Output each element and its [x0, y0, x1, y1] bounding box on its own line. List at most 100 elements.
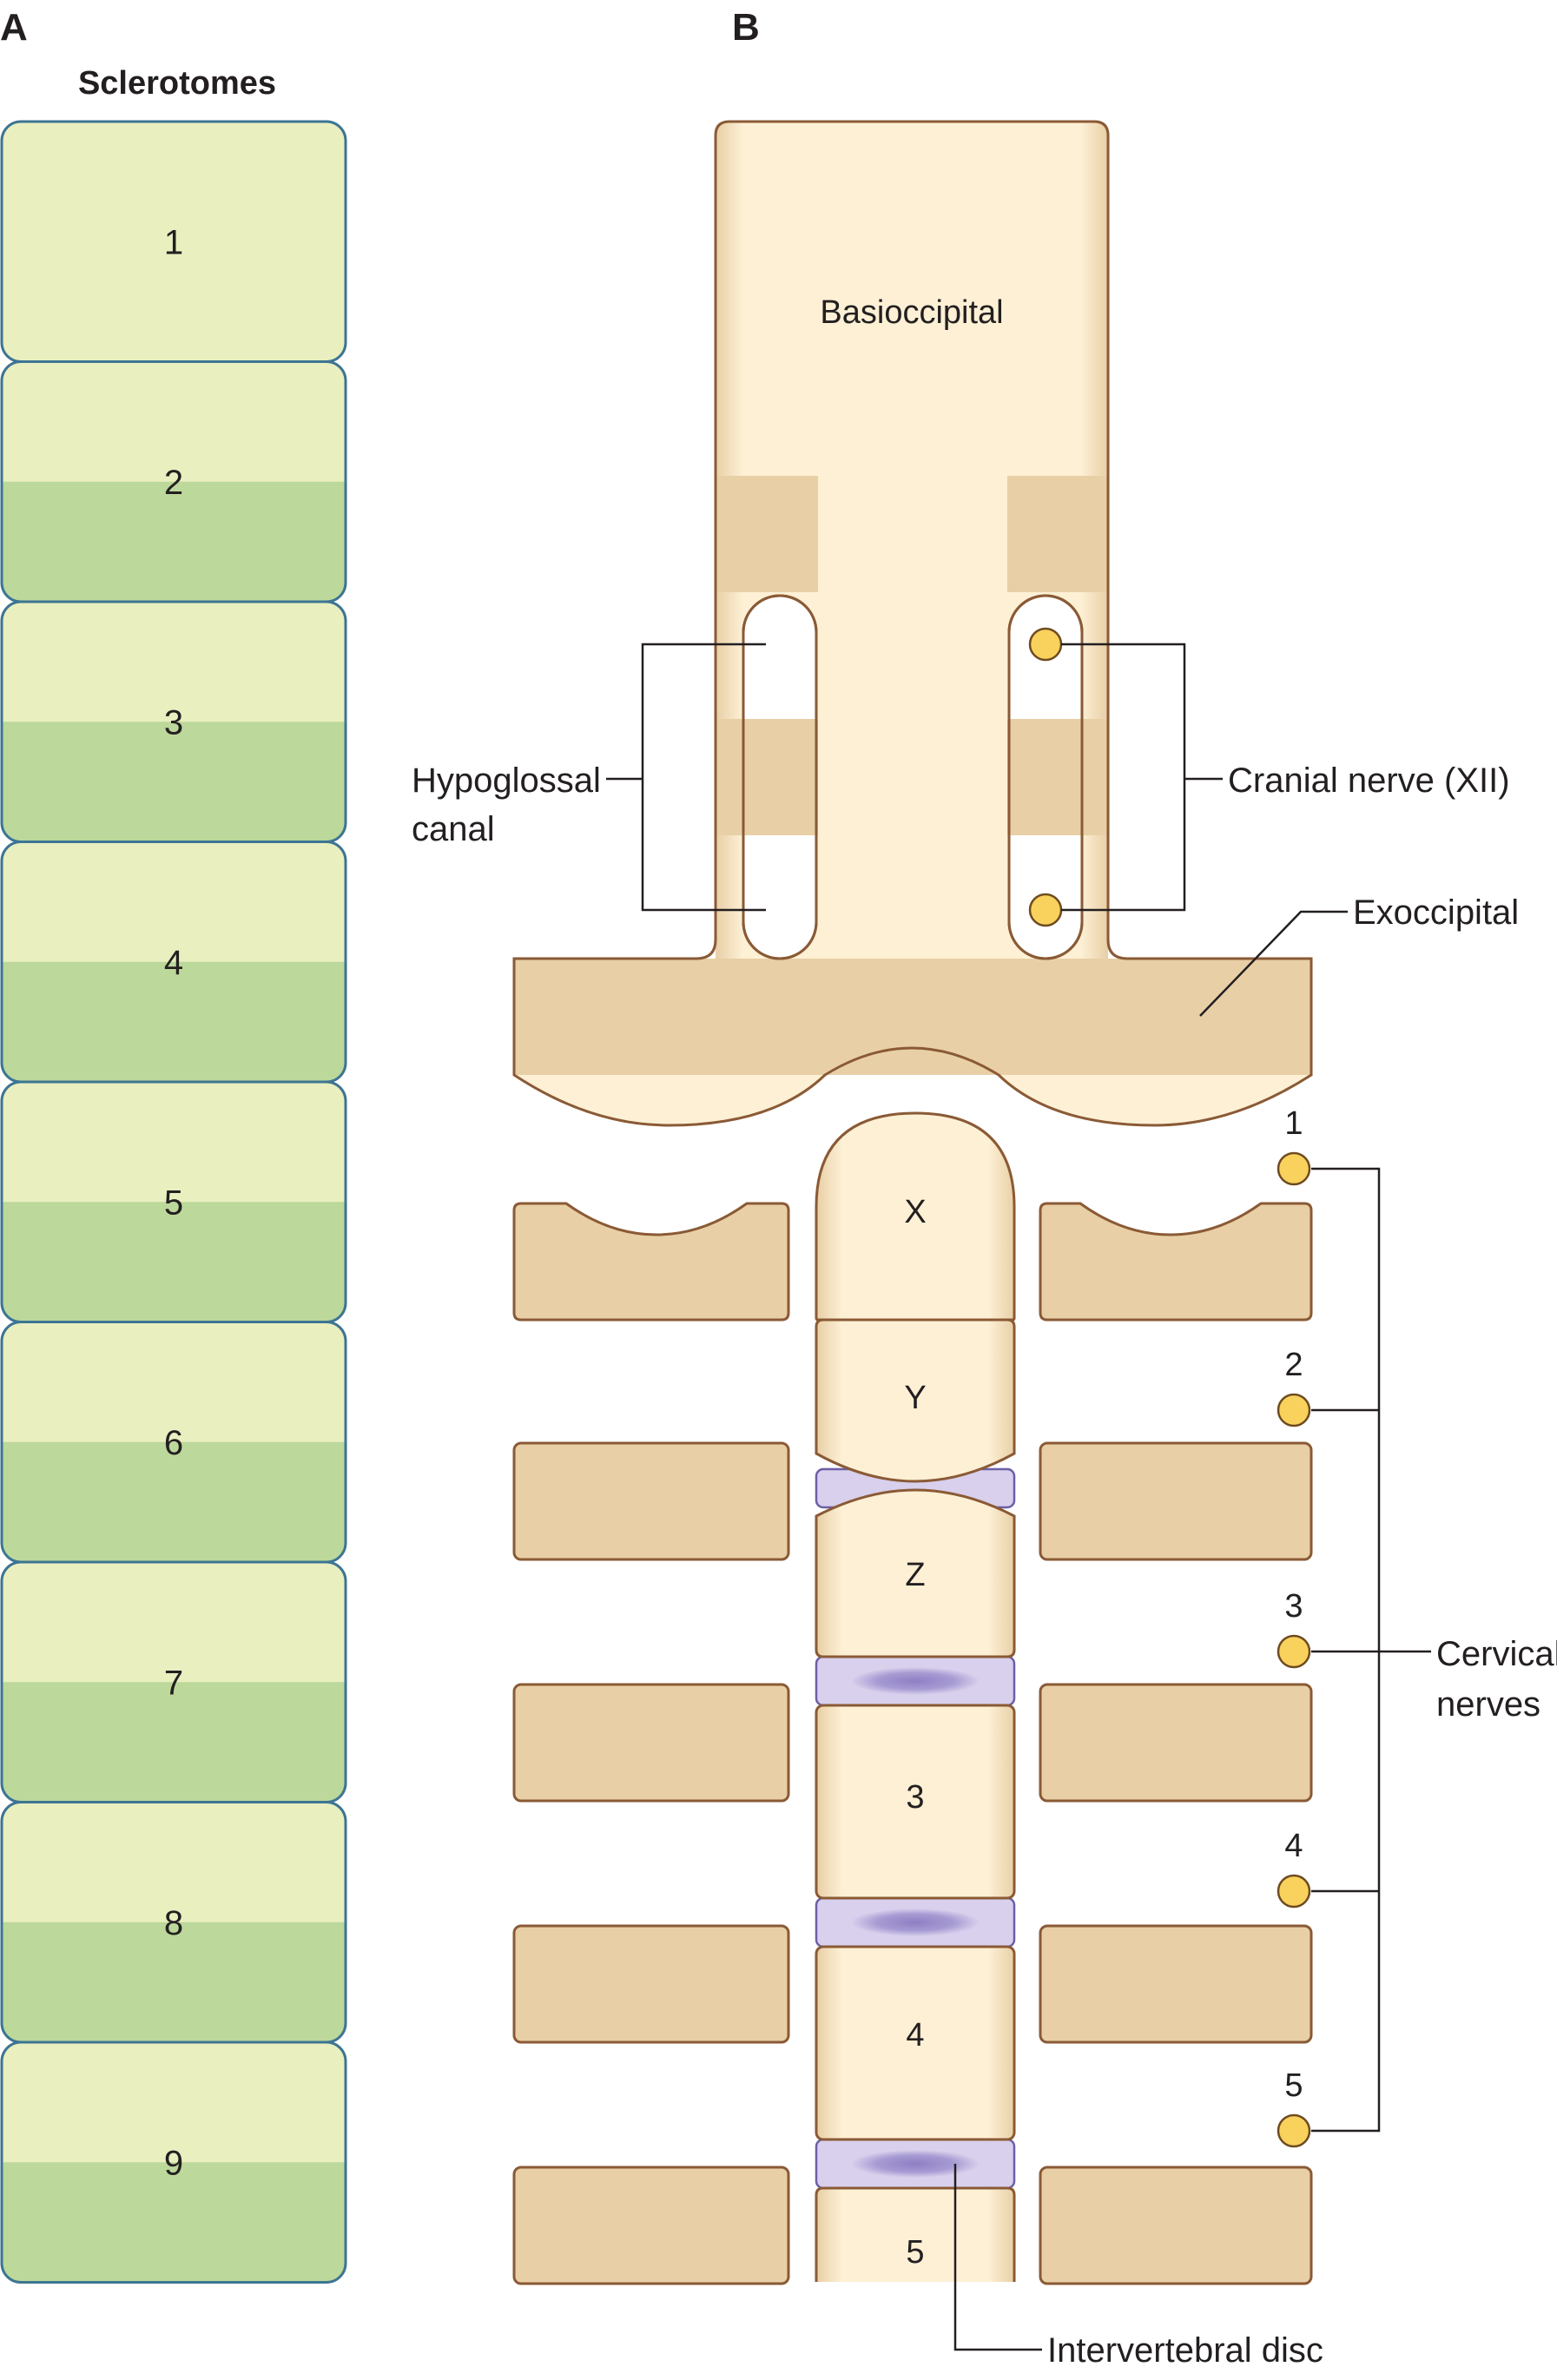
sclerotome-number: 4 — [164, 944, 183, 982]
sclerotome-4: 4 — [0, 841, 347, 1084]
hypoglossal-bracket — [606, 643, 766, 912]
cranial-nerve-bracket — [1061, 643, 1223, 912]
sclerotome-number: 2 — [164, 464, 183, 502]
sclerotome-5: 5 — [0, 1080, 347, 1323]
cervical-nerves-label-line2: nerves — [1436, 1685, 1541, 1724]
lateral-processes — [512, 1202, 1313, 2285]
sclerotome-caudal-half — [2, 1441, 346, 1562]
vertebral-body-label: Z — [905, 1557, 925, 1593]
vertebral-body-label: Y — [904, 1380, 926, 1416]
sclerotome-3: 3 — [0, 600, 347, 843]
lateral-process-c2-right — [1039, 1441, 1313, 1561]
vertebral-body-label: X — [904, 1194, 926, 1230]
hypoglossal-label-line2: canal — [412, 810, 495, 848]
occipital-outline — [512, 120, 1313, 1127]
exoccipital-leader — [1199, 910, 1348, 1017]
intervertebral-disc-leader — [953, 2164, 1042, 2351]
sclerotome-caudal-half — [2, 1202, 346, 1322]
cranial-nerve-label: Cranial nerve (XII) — [1228, 761, 1510, 800]
exoccipital-callout: Exoccipital — [1199, 893, 1519, 1017]
sclerotome-number: 5 — [164, 1183, 183, 1222]
lateral-process-c1-left — [512, 1202, 790, 1322]
sclerotome-caudal-half — [2, 722, 346, 842]
cervical-nerve-number: 1 — [1284, 1105, 1303, 1142]
sclerotome-cranial-half — [2, 122, 346, 362]
vertebral-bodies: X Y Z 3 4 5 — [815, 1111, 1016, 2282]
canal-band — [743, 719, 816, 835]
sclerotome-1: 1 — [0, 120, 347, 363]
sclerotome-8: 8 — [0, 1801, 347, 2044]
exoccipital-band — [514, 959, 1311, 1075]
vertebral-body-5 — [816, 2188, 1014, 2282]
intervertebral-disc-callout: Intervertebral disc — [953, 2164, 1323, 2370]
cervical-nerve-number: 4 — [1284, 1828, 1303, 1864]
sclerotome-6: 6 — [0, 1321, 347, 1564]
lateral-process-c4-right — [1039, 1924, 1313, 2044]
sclerotome-7: 7 — [0, 1560, 347, 1803]
cervical-nerves: 1 2 3 4 5 Cervical nerves — [1277, 1105, 1557, 2148]
exoccipital — [514, 959, 1311, 1125]
lateral-process-c5-left — [512, 2166, 790, 2285]
lateral-process-c5-right — [1039, 2166, 1313, 2285]
lateral-process-c3-left — [512, 1683, 790, 1803]
occipital-band — [1007, 476, 1106, 592]
panel-b-letter: B — [732, 6, 760, 49]
cervical-nerve-number: 3 — [1284, 1588, 1303, 1625]
panel-a-letter: A — [0, 6, 28, 49]
vertebral-body-4 — [815, 1945, 1016, 2141]
basioccipital-label: Basioccipital — [820, 294, 1003, 331]
disc-nucleus — [851, 1667, 980, 1695]
occipital-band — [717, 476, 818, 592]
sclerotome-caudal-half — [2, 1682, 346, 1803]
sclerotome-border — [0, 2040, 347, 2284]
vertebral-body-label: 3 — [906, 1779, 924, 1816]
cervical-nerve-4 — [1277, 1874, 1311, 1909]
hypoglossal-callout: Hypoglossal canal — [412, 643, 766, 912]
vertebral-body-y — [815, 1318, 1016, 1483]
cervical-nerve-1 — [1277, 1151, 1311, 1186]
sclerotome-caudal-half — [2, 481, 346, 602]
sclerotomes-title: Sclerotomes — [78, 65, 276, 102]
sclerotome-2: 2 — [0, 360, 347, 603]
panel-b: B Basioccipital — [412, 6, 1557, 2370]
hypoglossal-label-line1: Hypoglossal — [412, 761, 601, 800]
sclerotome-9: 9 — [0, 2040, 347, 2284]
cervical-nerve-5 — [1277, 2113, 1311, 2148]
cranial-nerve-root — [1028, 893, 1063, 927]
disc-nucleus — [851, 1909, 980, 1936]
sclerotome-number: 8 — [164, 1904, 183, 1942]
intervertebral-disc-label: Intervertebral disc — [1047, 2331, 1323, 2370]
cervical-nerve-number: 2 — [1284, 1347, 1303, 1383]
sclerotome-number: 3 — [164, 703, 183, 742]
lateral-process-c2-left — [512, 1441, 790, 1561]
vertebral-body-label: 4 — [906, 2017, 924, 2054]
sclerotome-caudal-half — [2, 961, 346, 1082]
lateral-process-c3-right — [1039, 1683, 1313, 1803]
vertebral-body-3 — [815, 1704, 1016, 1900]
cervical-nerves-label-line1: Cervical — [1436, 1635, 1557, 1673]
sclerotome-number: 9 — [164, 2144, 183, 2182]
sclerotome-number: 7 — [164, 1664, 183, 1702]
cervical-nerve-number: 5 — [1284, 2067, 1303, 2104]
lateral-process-c1-right — [1039, 1202, 1313, 1322]
cranial-nerve-root — [1028, 627, 1063, 662]
vertebral-body-z — [815, 1488, 1016, 1658]
cervical-nerve-3 — [1277, 1634, 1311, 1669]
cranial-nerve-callout: Cranial nerve (XII) — [1061, 643, 1510, 912]
sclerotome-caudal-half — [2, 2162, 346, 2283]
sclerotome-stack: 1 2 3 4 5 6 7 8 9 — [0, 120, 347, 2284]
exoccipital-label: Exoccipital — [1353, 893, 1519, 932]
lateral-process-c4-left — [512, 1924, 790, 2044]
disc-nucleus — [851, 2150, 980, 2178]
cervical-nerve-2 — [1277, 1393, 1311, 1427]
sclerotome-number: 6 — [164, 1424, 183, 1462]
cervical-nerves-bracket — [1311, 1167, 1431, 2133]
sclerotome-number: 1 — [164, 223, 183, 261]
canal-band — [1009, 719, 1082, 835]
sclerotome-caudal-half — [2, 1922, 346, 2042]
vertebral-body-label: 5 — [906, 2234, 924, 2271]
hypoglossal-canals — [742, 594, 1084, 960]
panel-a: A Sclerotomes 1 2 3 4 5 6 7 8 9 — [0, 6, 347, 2284]
